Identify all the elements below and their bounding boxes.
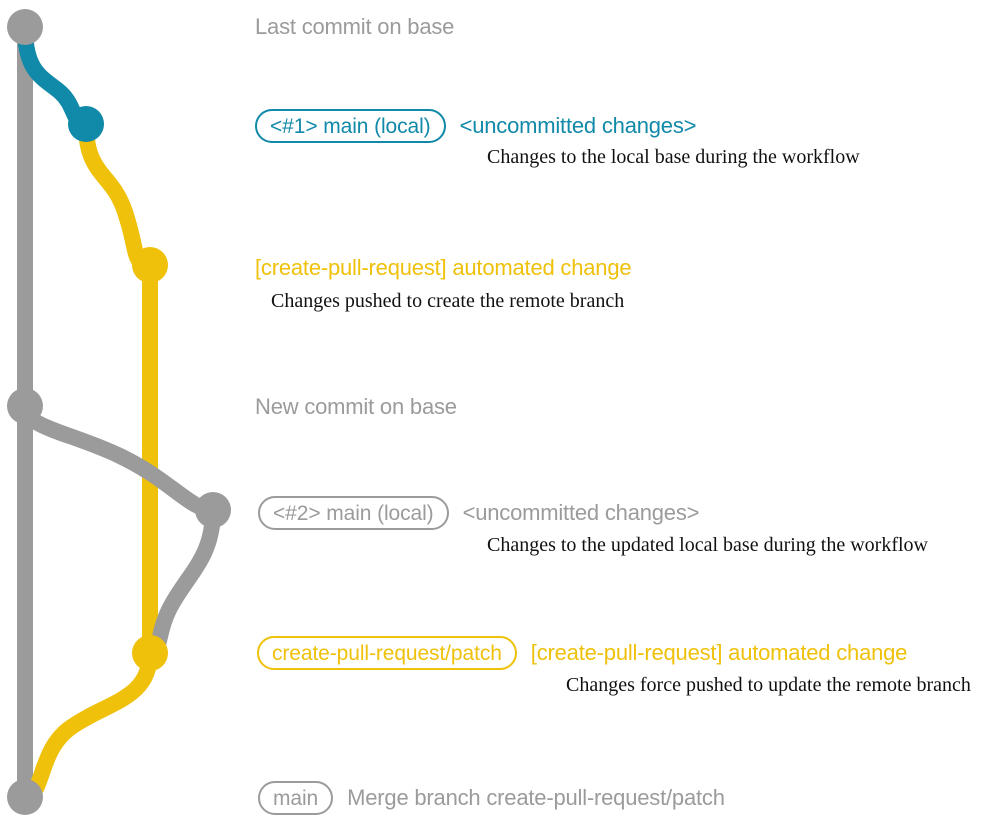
edge-patch2-to-merge xyxy=(17,645,158,805)
commit-node-merge xyxy=(7,779,43,815)
branch-badge-main[interactable]: main xyxy=(258,781,334,815)
commit-message-last-commit-on-base: Last commit on base xyxy=(255,14,455,39)
commit-message-merge-commit: Merge branch create-pull-request/patch xyxy=(347,785,725,810)
graph-row-new-commit-on-base: New commit on base xyxy=(255,390,457,424)
graph-row-main-local-1: <#1> main (local) <uncommitted changes> xyxy=(255,109,696,143)
commit-node-patch-2 xyxy=(132,635,168,671)
commit-message-main-local-2: <uncommitted changes> xyxy=(462,500,700,525)
commit-node-base-2 xyxy=(7,388,43,424)
commit-node-patch-1 xyxy=(132,247,168,283)
branch-badge-main-local-1[interactable]: <#1> main (local) xyxy=(255,109,446,143)
edge-local1-to-patch1 xyxy=(78,116,158,273)
commit-message-new-commit-on-base: New commit on base xyxy=(255,394,457,419)
graph-row-last-commit-on-base: Last commit on base xyxy=(255,10,454,44)
commit-description-automated-change-2: Changes force pushed to update the remot… xyxy=(566,674,971,696)
commit-node-local-1 xyxy=(68,106,104,142)
commit-nodes xyxy=(7,9,231,815)
commit-message-main-local-1: <uncommitted changes> xyxy=(459,113,697,138)
commit-message-automated-change-2: [create-pull-request] automated change xyxy=(530,640,908,665)
edge-local2-to-patch2 xyxy=(142,502,221,661)
graph-row-automated-change-1: [create-pull-request] automated change xyxy=(255,251,632,285)
edge-base2-to-local2 xyxy=(17,398,221,518)
graph-row-main-local-2: <#2> main (local) <uncommitted changes> xyxy=(258,496,699,530)
commit-node-local-2 xyxy=(195,492,231,528)
commit-description-main-local-1: Changes to the local base during the wor… xyxy=(487,146,860,168)
graph-row-merge-commit: main Merge branch create-pull-request/pa… xyxy=(258,781,725,815)
commit-description-main-local-2: Changes to the updated local base during… xyxy=(487,534,928,556)
branch-badge-create-pull-request-patch[interactable]: create-pull-request/patch xyxy=(257,636,517,670)
branch-badge-main-local-2[interactable]: <#2> main (local) xyxy=(258,496,449,530)
commit-description-automated-change-1: Changes pushed to create the remote bran… xyxy=(271,290,625,312)
graph-row-automated-change-2: create-pull-request/patch [create-pull-r… xyxy=(257,636,907,670)
commit-node-base-1 xyxy=(7,9,43,45)
commit-message-automated-change-1: [create-pull-request] automated change xyxy=(255,255,632,280)
